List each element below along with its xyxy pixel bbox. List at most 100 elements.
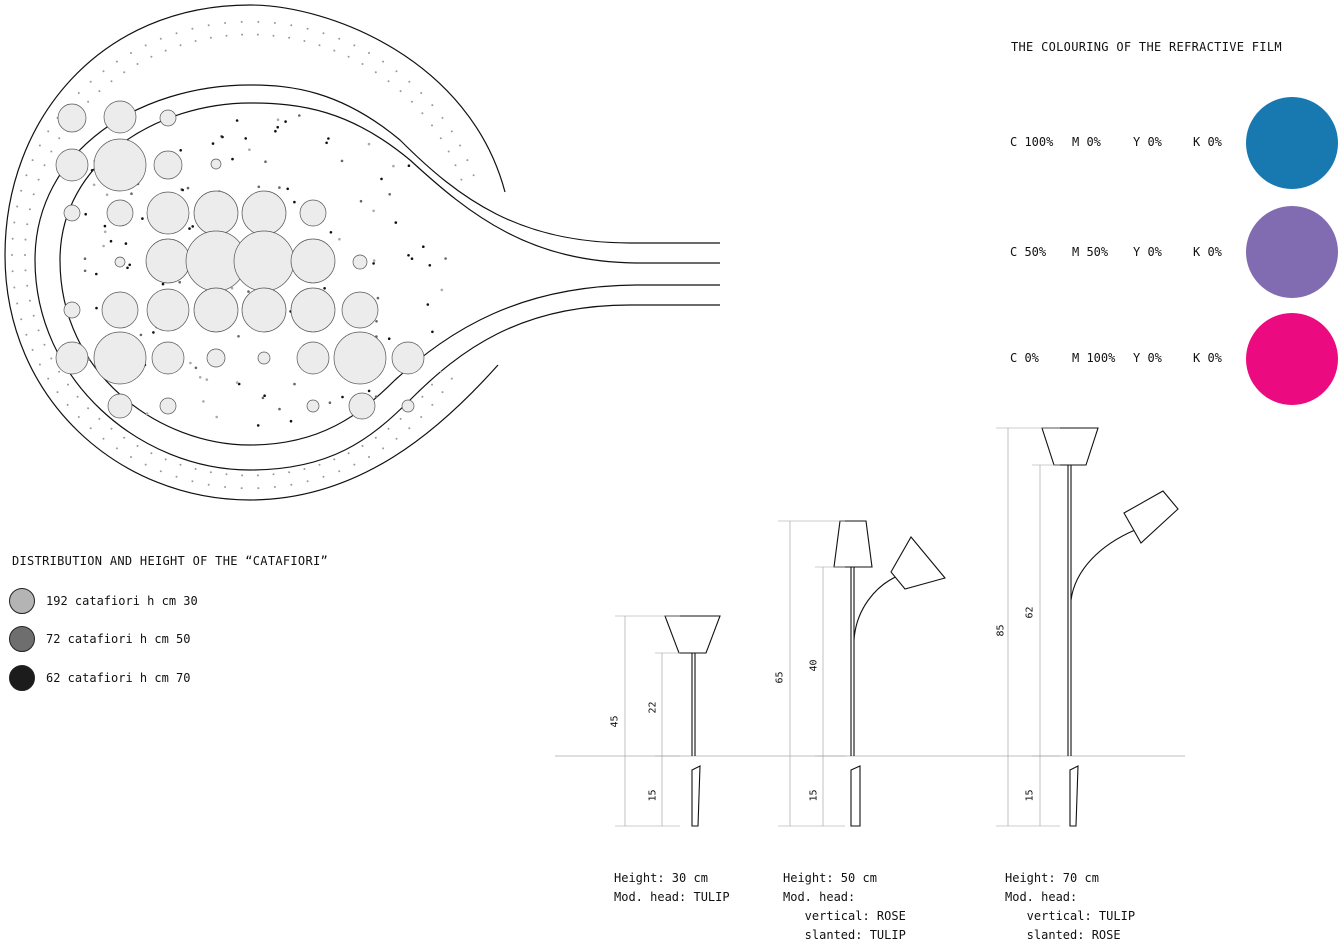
- ring-dot: [209, 471, 212, 474]
- catafiore-circle: [241, 287, 287, 333]
- ring-dot: [450, 377, 453, 380]
- catafiore-dot: [327, 137, 330, 140]
- ring-dot: [399, 417, 402, 420]
- ground-spike: [850, 765, 861, 827]
- catafiore-dot: [109, 239, 113, 243]
- ring-dot: [50, 150, 53, 153]
- catafiore-dot: [178, 280, 181, 284]
- magenta-value: M 100%: [1072, 351, 1116, 365]
- catafiore-circle: [290, 238, 336, 284]
- ring-dot: [257, 487, 260, 490]
- catafiore-circle: [55, 341, 89, 375]
- catafiore-circle: [159, 109, 177, 127]
- lamp-2: [778, 520, 946, 827]
- ring-dot: [318, 44, 321, 47]
- ring-dot: [347, 55, 350, 58]
- yellow-value: Y 0%: [1133, 135, 1162, 149]
- magenta-value: M 50%: [1072, 245, 1109, 259]
- ring-dot: [288, 471, 291, 474]
- ring-dot: [144, 44, 147, 47]
- caption-line: Mod. head:: [783, 890, 856, 904]
- catafiore-dot: [376, 296, 380, 300]
- ring-dot: [382, 447, 385, 450]
- catafiore-dot: [83, 257, 87, 261]
- ring-dot: [32, 314, 35, 317]
- ring-dot: [272, 34, 275, 37]
- catafiore-circle: [63, 301, 81, 319]
- ring-dot: [191, 480, 194, 483]
- black-value: K 0%: [1193, 351, 1222, 365]
- ring-dot: [420, 416, 423, 418]
- ring-dot: [38, 363, 41, 366]
- catafiore-dot: [84, 212, 87, 216]
- catafiore-dot: [130, 192, 133, 195]
- legend-label-70: 62 catafiori h cm 70: [46, 671, 191, 685]
- ring-dot: [159, 470, 162, 473]
- ring-dot: [31, 159, 34, 162]
- catafiore-circle: [159, 397, 177, 415]
- ring-dot: [144, 463, 147, 466]
- film-title: THE COLOURING OF THE REFRACTIVE FILM: [1011, 40, 1282, 54]
- ring-dot: [225, 34, 228, 37]
- catafiore-circle: [341, 291, 379, 329]
- ring-dot: [225, 473, 228, 476]
- ring-dot: [66, 403, 69, 406]
- catafiore-dot: [341, 395, 344, 399]
- catafiore-dot: [145, 412, 149, 416]
- catafiore-dot: [235, 381, 239, 384]
- ring-dot: [67, 383, 69, 386]
- ring-dot: [288, 36, 291, 39]
- ring-dot: [395, 437, 398, 440]
- catafiore-dot: [231, 157, 234, 161]
- ring-dot: [368, 52, 370, 54]
- catafiore-dot: [374, 395, 378, 399]
- catafiore-dot: [215, 415, 218, 419]
- catafiore-circle: [55, 148, 89, 182]
- catafiore-circle: [352, 254, 368, 270]
- ring-dot: [333, 49, 336, 52]
- catafiore-dot: [198, 376, 202, 379]
- ring-dot: [408, 427, 411, 430]
- ring-dot: [89, 80, 92, 83]
- catafiore-circle: [299, 199, 327, 227]
- dim-ground-1: 15: [647, 789, 659, 802]
- catafiore-circle: [348, 392, 376, 420]
- catafiore-circle: [193, 287, 239, 333]
- ring-dot: [179, 44, 182, 47]
- catafiore-dot: [407, 254, 410, 257]
- catafiore-dot: [444, 257, 447, 260]
- catafiore-dot: [274, 129, 277, 133]
- ring-dot: [224, 486, 227, 488]
- catafiore-dot: [276, 118, 280, 121]
- catafiore-dot: [186, 186, 190, 190]
- catafiore-dot: [102, 244, 105, 248]
- ring-dot: [207, 24, 210, 27]
- black-value: K 0%: [1193, 135, 1222, 149]
- catafiore-circle: [296, 341, 330, 375]
- catafiore-dot: [264, 160, 267, 163]
- catafiore-circle: [233, 230, 295, 292]
- catafiore-circle: [107, 393, 133, 419]
- ring-dot: [241, 33, 244, 36]
- ring-dot: [420, 92, 423, 94]
- ring-dot: [441, 116, 444, 119]
- catafiore-dot: [256, 424, 260, 427]
- catafiore-dot: [202, 400, 205, 403]
- ring-dot: [207, 483, 210, 486]
- ring-dot: [374, 436, 377, 439]
- catafiore-dot: [428, 264, 432, 267]
- ring-dot: [37, 178, 40, 181]
- ring-dot: [43, 343, 46, 346]
- path-edge-1: [34, 84, 720, 471]
- ring-dot: [460, 178, 463, 181]
- lamp-elevations: [615, 427, 1179, 827]
- caption-line: slanted: TULIP: [783, 928, 906, 942]
- rose-head-slanted: [1123, 490, 1179, 544]
- ring-dot: [303, 40, 306, 42]
- legend-label-30: 192 catafiori h cm 30: [46, 594, 198, 608]
- catafiore-dot: [410, 257, 414, 261]
- catafiore-dot: [152, 331, 155, 334]
- ring-dot: [20, 189, 23, 192]
- lamp-3: [996, 427, 1179, 827]
